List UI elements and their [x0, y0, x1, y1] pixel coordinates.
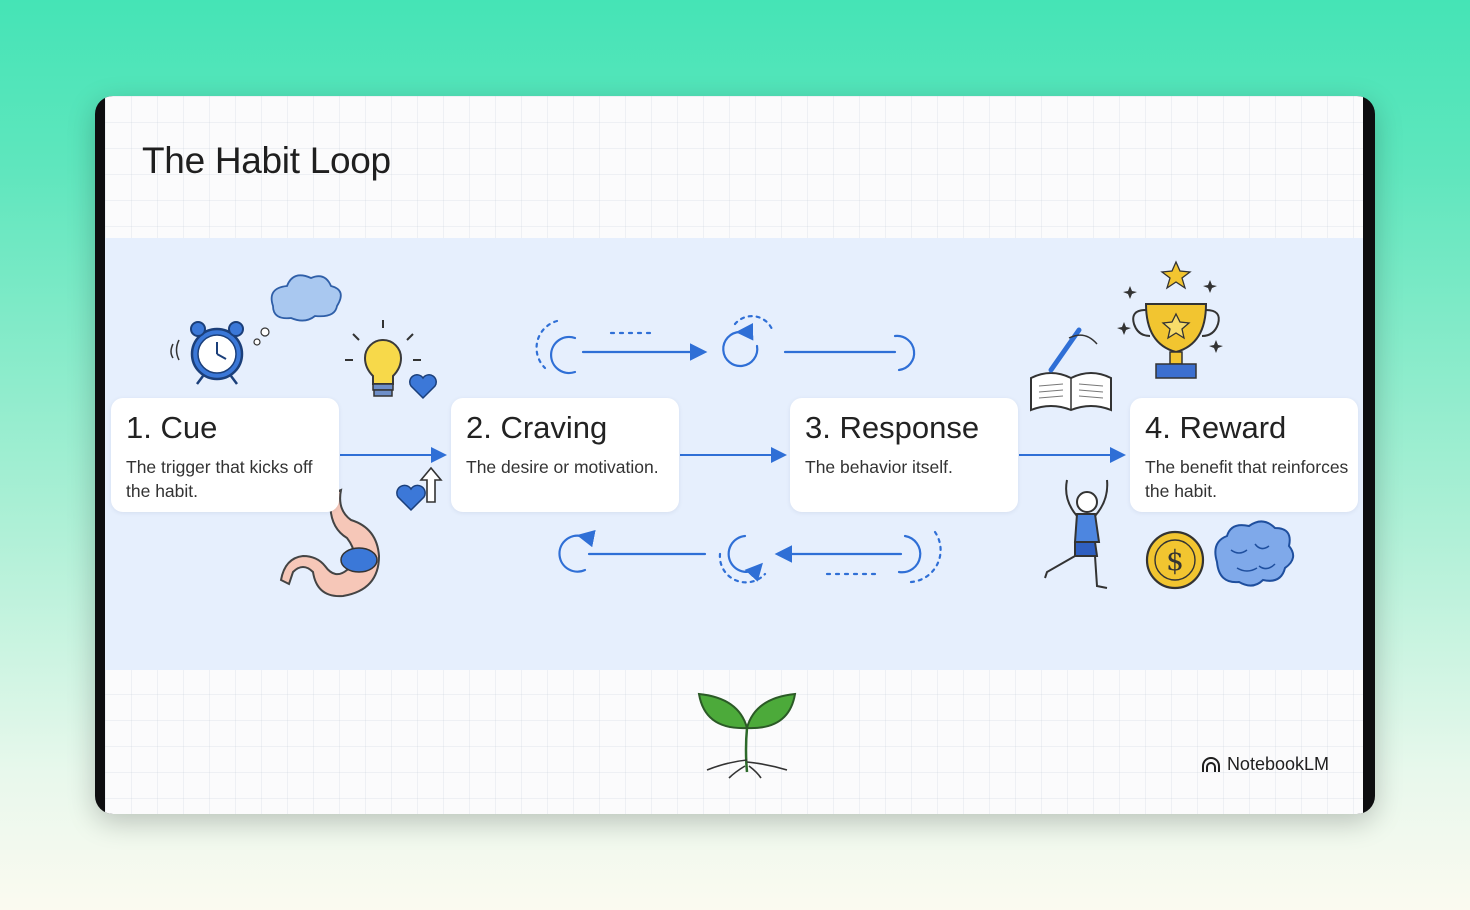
slide-frame: The Habit Loop	[95, 96, 1375, 814]
thought-cloud-icon	[253, 274, 342, 346]
step-description: The trigger that kicks off the habit.	[126, 457, 313, 501]
sprout-icon	[697, 692, 797, 779]
step-card-cue: 1. Cue The trigger that kicks off the ha…	[111, 398, 339, 512]
step-card-craving: 2. Craving The desire or motivation.	[451, 398, 679, 512]
stretching-person-icon	[1044, 479, 1109, 589]
notebooklm-brand: NotebookLM	[1201, 754, 1329, 775]
stomach-icon	[279, 488, 381, 598]
step-description: The desire or motivation.	[466, 457, 659, 477]
step-card-reward: 4. Reward The benefit that reinforces th…	[1130, 398, 1358, 512]
step-title: 4. Reward	[1145, 410, 1287, 445]
lightbulb-icon	[345, 320, 421, 397]
svg-text:$: $	[1166, 544, 1184, 577]
heart-icon	[409, 374, 437, 400]
step-description: The behavior itself.	[805, 457, 953, 477]
diagram-artwork: $	[170, 260, 1295, 779]
loop-arrows-icon	[535, 315, 942, 584]
step-title: 2. Craving	[466, 410, 608, 445]
book-writing-icon	[1030, 327, 1112, 412]
heart-arrow-icon	[396, 466, 443, 512]
step-title: 3. Response	[805, 410, 980, 445]
trophy-icon	[1117, 260, 1223, 379]
step-card-response: 3. Response The behavior itself.	[790, 398, 1018, 512]
coin-icon: $	[1145, 530, 1205, 590]
slide-title: The Habit Loop	[142, 140, 391, 181]
step-title: 1. Cue	[126, 410, 218, 445]
notebooklm-logo-icon	[1201, 756, 1220, 772]
alarm-clock-icon	[170, 321, 244, 385]
brain-icon	[1214, 520, 1295, 587]
brand-label: NotebookLM	[1226, 754, 1329, 774]
step-description: The benefit that reinforces the habit.	[1145, 457, 1349, 501]
slide: The Habit Loop	[105, 96, 1363, 814]
